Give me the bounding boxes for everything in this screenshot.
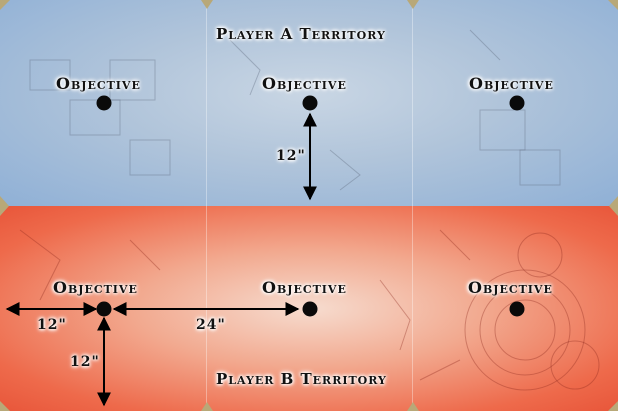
distance-label: 12": [70, 354, 100, 370]
corner-wedge: [608, 0, 618, 10]
distance-label: 24": [196, 317, 226, 333]
objective-label: Objective: [468, 278, 553, 297]
edge-wedge: [201, 402, 213, 411]
objective-marker: [302, 95, 318, 111]
tile-seam: [412, 0, 413, 411]
player-a-territory-label: Player A Territory: [216, 25, 386, 43]
objective-label: Objective: [53, 278, 138, 297]
corner-wedge: [608, 401, 618, 411]
edge-wedge: [407, 0, 419, 9]
tile-seam: [206, 0, 207, 411]
corner-wedge: [0, 401, 10, 411]
edge-wedge: [0, 196, 9, 216]
objective-marker: [302, 301, 318, 317]
edge-wedge: [201, 0, 213, 9]
edge-wedge: [609, 196, 618, 216]
objective-label: Objective: [262, 74, 347, 93]
distance-label: 12": [37, 317, 67, 333]
objective-marker: [96, 301, 112, 317]
edge-wedge: [407, 402, 419, 411]
objective-marker: [96, 95, 112, 111]
distance-label: 12": [276, 148, 306, 164]
objective-marker: [509, 95, 525, 111]
corner-wedge: [0, 0, 10, 10]
objective-label: Objective: [469, 74, 554, 93]
objective-label: Objective: [262, 278, 347, 297]
objective-label: Objective: [56, 74, 141, 93]
player-b-territory-label: Player B Territory: [216, 370, 387, 388]
objective-marker: [509, 301, 525, 317]
